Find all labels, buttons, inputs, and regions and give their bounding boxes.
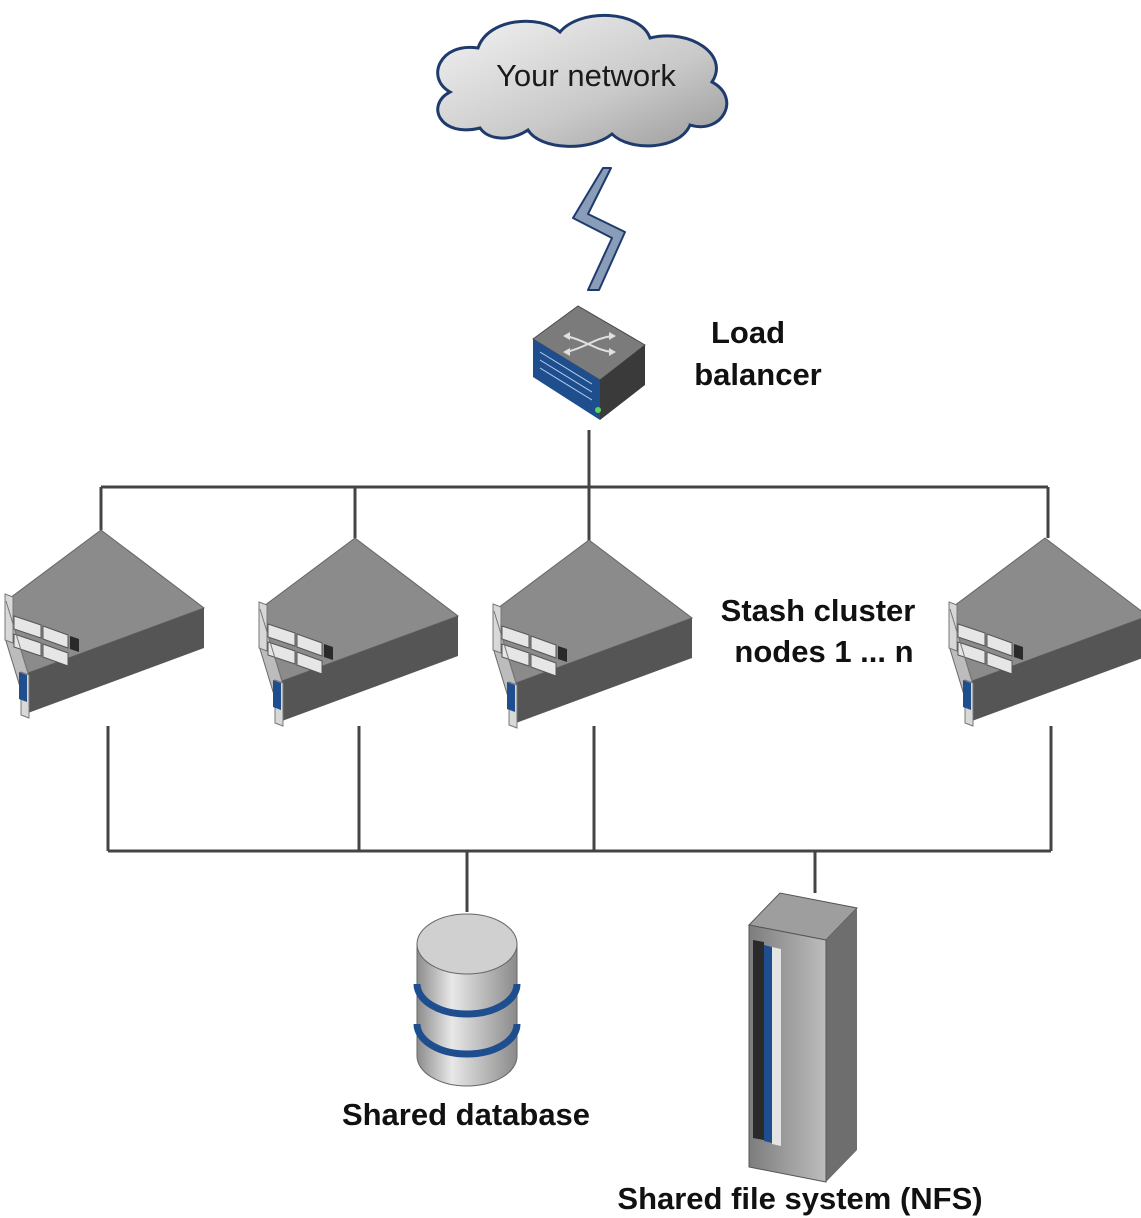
database-label: Shared database bbox=[342, 1097, 590, 1132]
database-icon bbox=[413, 913, 521, 1087]
load-balancer-label-line1: Load bbox=[711, 315, 785, 350]
server-icon bbox=[492, 539, 693, 729]
lightning-icon bbox=[572, 167, 626, 291]
switch-icon bbox=[532, 305, 646, 420]
server-icon bbox=[258, 537, 459, 727]
cloud-icon: Your network bbox=[436, 14, 729, 148]
server-icon bbox=[948, 537, 1141, 727]
load-balancer-label-line2: balancer bbox=[694, 357, 822, 392]
network-label: Your network bbox=[496, 58, 676, 93]
filesystem-label: Shared file system (NFS) bbox=[617, 1181, 982, 1216]
cluster-label-line2: nodes 1 ... n bbox=[734, 634, 913, 669]
server-icon bbox=[4, 529, 205, 719]
cluster-label-line1: Stash cluster bbox=[721, 593, 916, 628]
connection-lines bbox=[99, 430, 1053, 912]
storage-rack-icon bbox=[747, 892, 859, 1183]
